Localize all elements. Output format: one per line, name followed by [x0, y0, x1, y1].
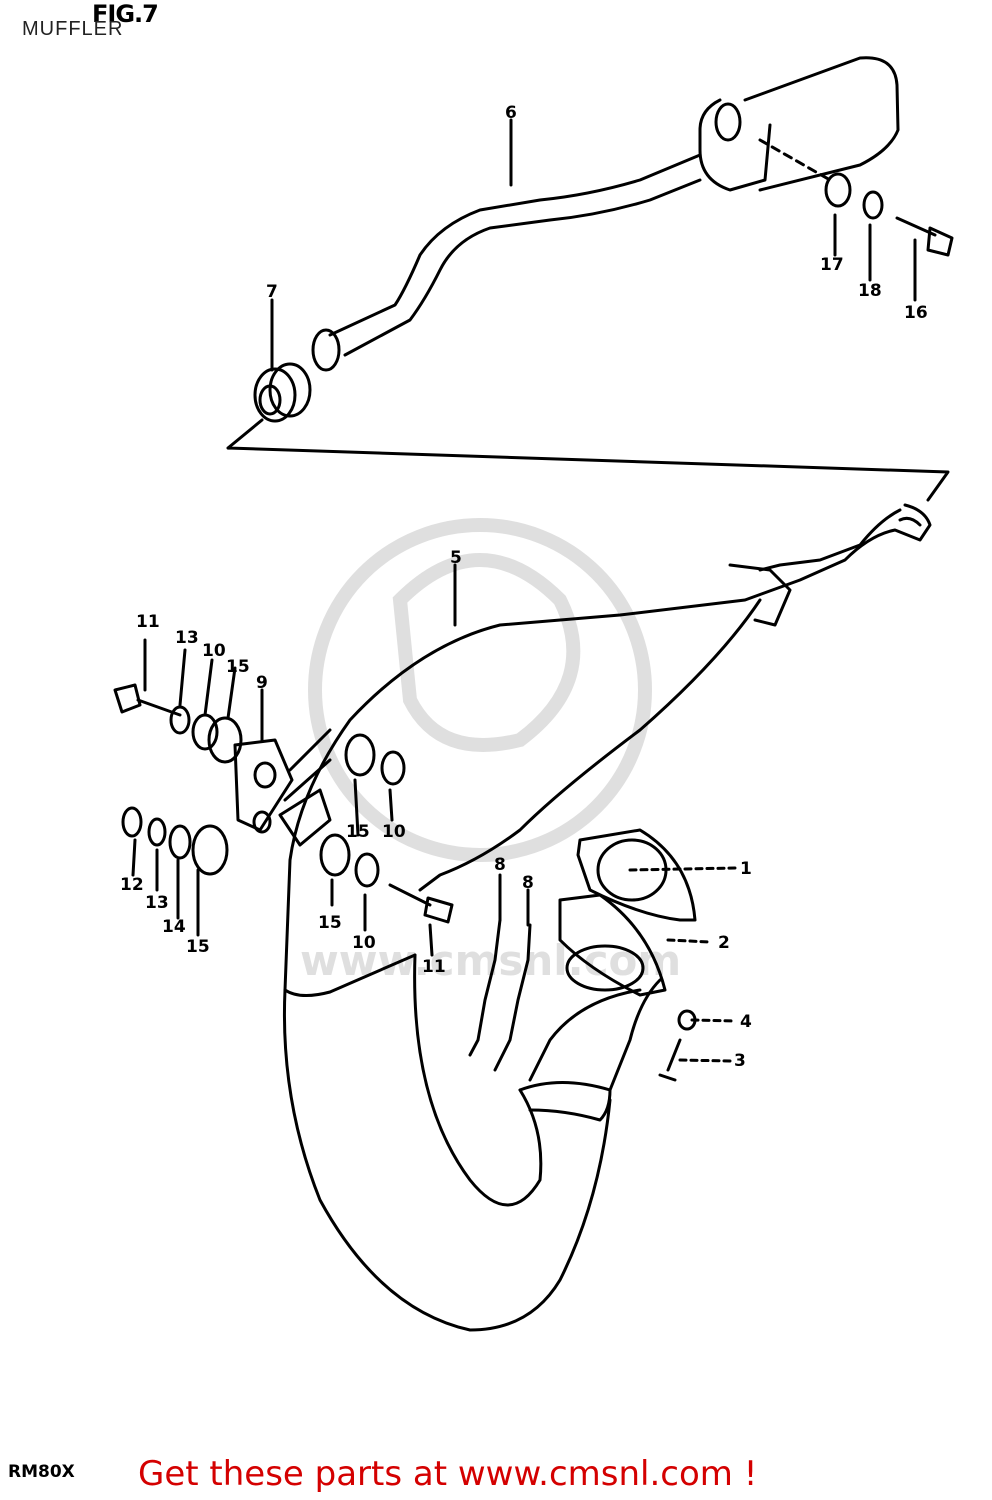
callout-11b: 11: [422, 957, 446, 977]
callouts: 1 2 3 4 5 6 7 8 8 9 10 10 10 11 11 12 13…: [120, 103, 928, 1071]
callout-4: 4: [740, 1012, 752, 1032]
callout-3: 3: [734, 1051, 746, 1071]
callout-17: 17: [820, 255, 844, 275]
exhaust-gasket: [576, 828, 697, 922]
expansion-chamber: [282, 503, 932, 1332]
callout-15b: 15: [346, 822, 370, 842]
mounting-bolt: [113, 683, 182, 717]
callout-10c: 10: [352, 933, 376, 953]
callout-13b: 13: [145, 893, 169, 913]
callout-9: 9: [256, 673, 268, 693]
callout-15d: 15: [186, 937, 210, 957]
washer: [319, 833, 351, 877]
washer: [147, 817, 167, 847]
washer: [824, 172, 852, 208]
bolt: [895, 216, 954, 257]
exhaust-flange: [558, 893, 667, 997]
callout-12: 12: [120, 875, 144, 895]
bolt: [658, 1038, 682, 1082]
callout-14: 14: [162, 917, 186, 937]
connection-line: [226, 418, 950, 502]
callout-18: 18: [858, 281, 882, 301]
washer: [862, 190, 884, 220]
callout-8a: 8: [494, 855, 506, 875]
washer: [191, 713, 219, 751]
mounting-bracket: [233, 728, 332, 847]
callout-8b: 8: [522, 873, 534, 893]
callout-15a: 15: [226, 657, 250, 677]
leader-line: [628, 866, 737, 1063]
nut: [121, 806, 143, 838]
washer: [169, 705, 191, 735]
callout-1: 1: [740, 859, 752, 879]
diagram-title: MUFFLER: [22, 18, 124, 40]
promo-link[interactable]: Get these parts at www.cmsnl.com !: [138, 1454, 758, 1494]
callout-7: 7: [266, 282, 278, 302]
washer: [354, 852, 380, 888]
figure-label: FIG.7: [92, 0, 159, 28]
grommet: [253, 362, 312, 423]
silencer-pipe: [311, 56, 900, 372]
leader-line: [758, 138, 832, 182]
leader-line: [131, 638, 434, 957]
callout-6: 6: [505, 103, 517, 123]
callout-5: 5: [450, 548, 462, 568]
washer: [380, 750, 406, 786]
washer: [344, 733, 376, 777]
callout-13a: 13: [175, 628, 199, 648]
washer: [207, 716, 243, 764]
mounting-bolt: [388, 883, 454, 924]
callout-15c: 15: [318, 913, 342, 933]
callout-10b: 10: [382, 822, 406, 842]
callout-2: 2: [718, 933, 730, 953]
callout-11a: 11: [136, 612, 160, 632]
callout-16: 16: [904, 303, 928, 323]
washer: [191, 824, 229, 876]
callout-10a: 10: [202, 641, 226, 661]
washer: [168, 824, 192, 860]
model-code: RM80X: [8, 1462, 75, 1482]
leader-line: [270, 118, 917, 927]
exhaust-spring: [468, 918, 532, 1072]
